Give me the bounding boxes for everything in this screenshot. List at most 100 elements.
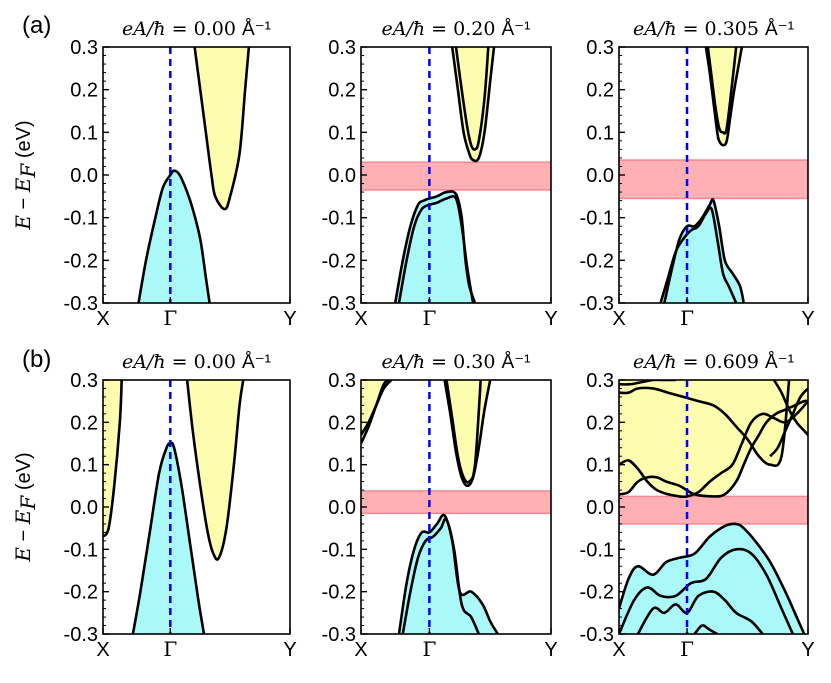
band-gap-region: [361, 490, 551, 515]
conduction-band-line: [706, 47, 738, 135]
y-tick-label: 0.2: [586, 80, 614, 102]
y-tick-label: 0.2: [586, 412, 614, 434]
x-tick-label: Y: [801, 639, 814, 661]
conduction-band-line: [769, 387, 808, 458]
valence-band-fill: [132, 442, 204, 634]
plot-area: [619, 47, 808, 303]
y-tick-label: 0.2: [328, 80, 356, 102]
y-tick-label: -0.3: [322, 293, 356, 315]
y-tick-label: 0.3: [328, 370, 356, 392]
y-tick-label: -0.1: [64, 539, 98, 561]
x-tick-label: Y: [283, 639, 296, 661]
y-tick-label: -0.1: [322, 208, 356, 230]
y-tick-label: -0.2: [64, 250, 98, 272]
x-tick-label: X: [354, 639, 367, 661]
panel-title: eA/ħ = 0.30 Å⁻¹: [382, 351, 531, 373]
conduction-band-line: [772, 380, 808, 436]
x-tick-label: X: [612, 308, 625, 330]
plot-area: [361, 47, 551, 303]
y-tick-label: 0.1: [328, 455, 356, 477]
conduction-band-line: [619, 380, 791, 468]
conduction-band-line: [454, 47, 490, 151]
x-tick-label: X: [354, 308, 367, 330]
band-gap-region: [361, 161, 551, 191]
panel-title: eA/ħ = 0.00 Å⁻¹: [122, 18, 271, 40]
conduction-band-fill: [707, 47, 737, 134]
valence-band-line: [397, 513, 499, 634]
valence-band-line: [619, 522, 806, 634]
valence-band-line: [636, 590, 764, 634]
y-axis-label-top: E − EF (eV): [11, 120, 40, 230]
row-label-a: (a): [22, 12, 51, 39]
panel-title: eA/ħ = 0.20 Å⁻¹: [382, 18, 531, 40]
valence-band-line: [659, 206, 738, 303]
conduction-band-line: [619, 380, 676, 386]
y-tick-label: -0.3: [580, 293, 614, 315]
valence-band-line: [693, 624, 718, 634]
y-tick-label: 0.0: [328, 165, 356, 187]
y-tick-label: 0.0: [586, 165, 614, 187]
plot-area: [361, 380, 551, 634]
y-tick-label: -0.3: [64, 293, 98, 315]
y-tick-label: 0.2: [328, 412, 356, 434]
y-tick-label: -0.1: [580, 539, 614, 561]
y-tick-label: -0.1: [580, 208, 614, 230]
y-tick-label: 0.2: [70, 80, 98, 102]
x-tick-label: Γ: [680, 637, 694, 661]
conduction-band-line: [193, 47, 251, 211]
conduction-band-fill: [103, 380, 122, 537]
x-tick-label: Y: [544, 639, 557, 661]
conduction-band-fill: [446, 380, 481, 483]
x-tick-label: Y: [544, 308, 557, 330]
y-tick-label: 0.3: [586, 37, 614, 59]
valence-band-fill: [399, 196, 474, 303]
y-tick-label: 0.1: [328, 122, 356, 144]
x-tick-label: Γ: [163, 306, 177, 330]
y-tick-label: 0.3: [586, 370, 614, 392]
valence-band-line: [401, 517, 480, 634]
conduction-band-line: [445, 380, 482, 484]
y-tick-label: -0.2: [322, 582, 356, 604]
conduction-band-fill: [619, 380, 790, 466]
y-tick-label: -0.2: [64, 582, 98, 604]
band-gap-region: [619, 159, 808, 200]
x-tick-label: X: [96, 308, 109, 330]
x-tick-label: Y: [801, 308, 814, 330]
plot-area: [619, 380, 808, 634]
valence-band-line: [619, 547, 795, 634]
y-tick-label: -0.3: [580, 624, 614, 646]
x-tick-label: Γ: [422, 637, 436, 661]
valence-band-fill: [138, 170, 210, 303]
panel-title: eA/ħ = 0.00 Å⁻¹: [122, 351, 271, 373]
y-axis-label-text: E − EF (eV): [11, 452, 40, 562]
y-tick-label: 0.2: [70, 412, 98, 434]
y-tick-label: 0.0: [70, 165, 98, 187]
x-tick-label: X: [96, 639, 109, 661]
y-tick-label: 0.0: [328, 497, 356, 519]
plot-area: [103, 380, 245, 634]
x-tick-label: Γ: [680, 306, 694, 330]
panel-title: eA/ħ = 0.305 Å⁻¹: [633, 18, 794, 40]
conduction-band-fill: [194, 47, 249, 210]
plot-area: [137, 47, 251, 303]
conduction-band-line: [619, 400, 808, 499]
valence-band-fill: [660, 207, 737, 303]
y-tick-label: 0.1: [70, 455, 98, 477]
y-tick-label: -0.2: [580, 250, 614, 272]
y-tick-label: 0.3: [70, 37, 98, 59]
conduction-band-line: [103, 380, 123, 538]
conduction-band-line: [619, 399, 808, 498]
y-axis-label-bottom: E − EF (eV): [11, 452, 40, 562]
conduction-band-line: [185, 380, 245, 561]
x-tick-label: Y: [283, 308, 296, 330]
y-tick-label: -0.2: [322, 250, 356, 272]
y-tick-label: 0.3: [328, 37, 356, 59]
conduction-band-line: [450, 47, 496, 163]
